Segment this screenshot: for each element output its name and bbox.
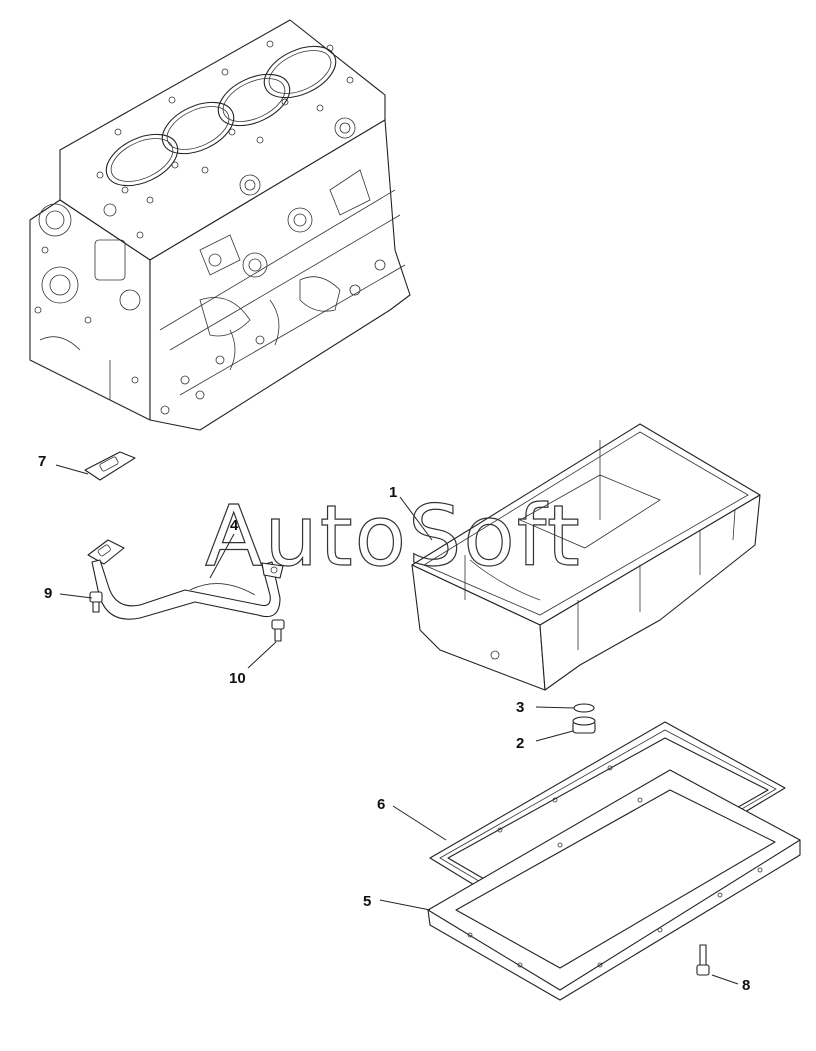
frame-part-5 (427, 769, 801, 1001)
oil-pickup-tube-part-4 (87, 539, 284, 620)
callout-9: 9 (44, 585, 52, 602)
watermark-text: AutoSoft (205, 487, 582, 585)
gasket-part-7 (84, 451, 136, 481)
drain-plug-part-2 (572, 716, 596, 734)
callout-4: 4 (230, 517, 239, 534)
leader-lines (55, 464, 739, 985)
bolt-part-8 (696, 944, 710, 976)
engine-block (29, 19, 411, 431)
callout-labels: 7 1 4 9 10 3 2 6 5 8 (38, 453, 750, 994)
callout-5: 5 (363, 893, 371, 910)
callout-6: 6 (377, 796, 385, 813)
bolt-part-10 (271, 619, 285, 642)
callout-8: 8 (742, 977, 750, 994)
callout-3: 3 (516, 699, 524, 716)
callout-10: 10 (229, 670, 246, 687)
callout-7: 7 (38, 453, 46, 470)
bolt-part-9 (89, 591, 103, 613)
callout-1: 1 (389, 484, 397, 501)
oil-pan-part-1 (411, 423, 761, 691)
callout-2: 2 (516, 735, 524, 752)
washer-part-3 (573, 703, 595, 713)
